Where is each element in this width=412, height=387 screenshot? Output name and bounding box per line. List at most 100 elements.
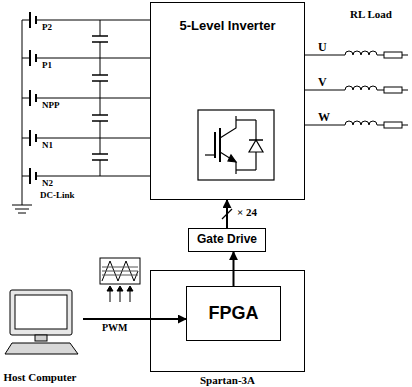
battery-symbol xyxy=(30,12,36,184)
signal-arrow xyxy=(117,286,123,291)
capacitor-wire xyxy=(100,42,101,75)
resistor-symbol xyxy=(384,87,402,93)
capacitor-plate xyxy=(92,74,108,76)
signal-arrow xyxy=(127,286,133,291)
capacitor-wire xyxy=(100,81,101,115)
gate-drive-box: Gate Drive xyxy=(188,228,266,252)
node-text: Gate Drive xyxy=(197,233,257,247)
diode-wire xyxy=(236,169,256,170)
ground-symbol xyxy=(18,213,26,214)
monitor-stand xyxy=(35,335,47,341)
carrier-wave xyxy=(102,261,138,281)
node-text: FPGA xyxy=(208,303,258,324)
terminal-name: NPP xyxy=(42,100,60,110)
phase-wire xyxy=(402,55,408,56)
reference-wave xyxy=(102,267,138,268)
capacitor-plate xyxy=(92,120,108,122)
phase-wire xyxy=(305,125,345,126)
phase-wire xyxy=(305,55,345,56)
terminal-name: P2 xyxy=(42,22,52,32)
diode-wire xyxy=(236,119,256,120)
keyboard xyxy=(5,343,78,354)
capacitor-wire xyxy=(100,20,101,36)
capacitor-plate xyxy=(92,114,108,116)
fpga-box: FPGA xyxy=(186,286,281,341)
inverter-box: 5-Level Inverter xyxy=(150,2,305,200)
dc-wire xyxy=(22,98,30,99)
dc-wire xyxy=(36,176,150,177)
dc-rail xyxy=(22,20,23,205)
inductor-symbol xyxy=(345,86,384,90)
pwm-waveform xyxy=(100,258,140,302)
battery-plate xyxy=(35,134,37,142)
connector-arrow xyxy=(233,252,235,286)
inductor-symbol xyxy=(345,121,384,125)
monitor-screen xyxy=(15,295,67,329)
capacitor-plate xyxy=(92,159,108,161)
terminal-name: N1 xyxy=(42,140,53,150)
battery-plate xyxy=(29,130,31,146)
node-text: 5-Level Inverter xyxy=(179,19,275,34)
capacitor-chain xyxy=(92,20,108,176)
load-name: RL Load xyxy=(350,8,392,20)
battery-plate xyxy=(35,16,37,24)
board-box: Spartan-3AFPGA xyxy=(150,270,305,372)
terminal-name: N2 xyxy=(42,178,53,188)
phase-name: V xyxy=(318,75,327,90)
reference-wave xyxy=(102,271,138,272)
igbt-frame xyxy=(198,110,274,180)
dc-wire xyxy=(36,98,150,99)
ground-symbol xyxy=(15,209,29,210)
dc-wire xyxy=(22,58,30,59)
igbt-symbol xyxy=(198,110,274,180)
battery-plate xyxy=(35,94,37,102)
battery-plate xyxy=(29,168,31,184)
capacitor-plate xyxy=(92,80,108,82)
igbt-emitter xyxy=(220,152,236,174)
phase-name: U xyxy=(318,40,327,55)
phase-wire xyxy=(305,90,345,91)
igbt-collector xyxy=(220,116,236,138)
igbt-gate xyxy=(214,132,216,158)
dc-wire xyxy=(36,20,150,21)
dc-wire xyxy=(22,138,30,139)
dc-wire xyxy=(36,138,150,139)
edge-label: × 24 xyxy=(236,206,258,218)
connector-arrow xyxy=(83,318,186,320)
dc-link-circuit xyxy=(12,12,150,213)
monitor xyxy=(10,290,72,335)
dc-wire xyxy=(22,176,30,177)
phase-wire xyxy=(402,90,408,91)
battery-plate xyxy=(29,12,31,28)
battery-plate xyxy=(29,50,31,66)
bus-slash xyxy=(222,209,232,219)
battery-plate xyxy=(29,90,31,106)
resistor-symbol xyxy=(384,122,402,128)
computer-icon xyxy=(5,290,78,354)
igbt-gate-lead xyxy=(205,154,215,155)
diode-bar xyxy=(249,139,263,141)
capacitor-plate xyxy=(92,35,108,37)
group-name: DC-Link xyxy=(40,190,75,200)
igbt-channel xyxy=(219,128,221,162)
capacitor-wire xyxy=(100,160,101,176)
ground-symbol xyxy=(12,205,32,206)
rl-load xyxy=(305,51,408,128)
phase-wire xyxy=(402,125,408,126)
dc-wire xyxy=(22,20,30,21)
node-text: Host Computer xyxy=(3,371,76,384)
diode-symbol xyxy=(249,140,263,152)
node-text: Spartan-3A xyxy=(151,374,304,387)
capacitor-plate xyxy=(92,153,108,155)
battery-plate xyxy=(35,172,37,180)
capacitor-wire xyxy=(100,121,101,154)
resistor-symbol xyxy=(384,52,402,58)
waveform-frame xyxy=(100,258,140,284)
capacitor-plate xyxy=(92,41,108,43)
terminal-name: P1 xyxy=(42,60,52,70)
edge-label: PWM xyxy=(101,322,129,333)
battery-plate xyxy=(35,54,37,62)
dc-wire xyxy=(36,58,150,59)
